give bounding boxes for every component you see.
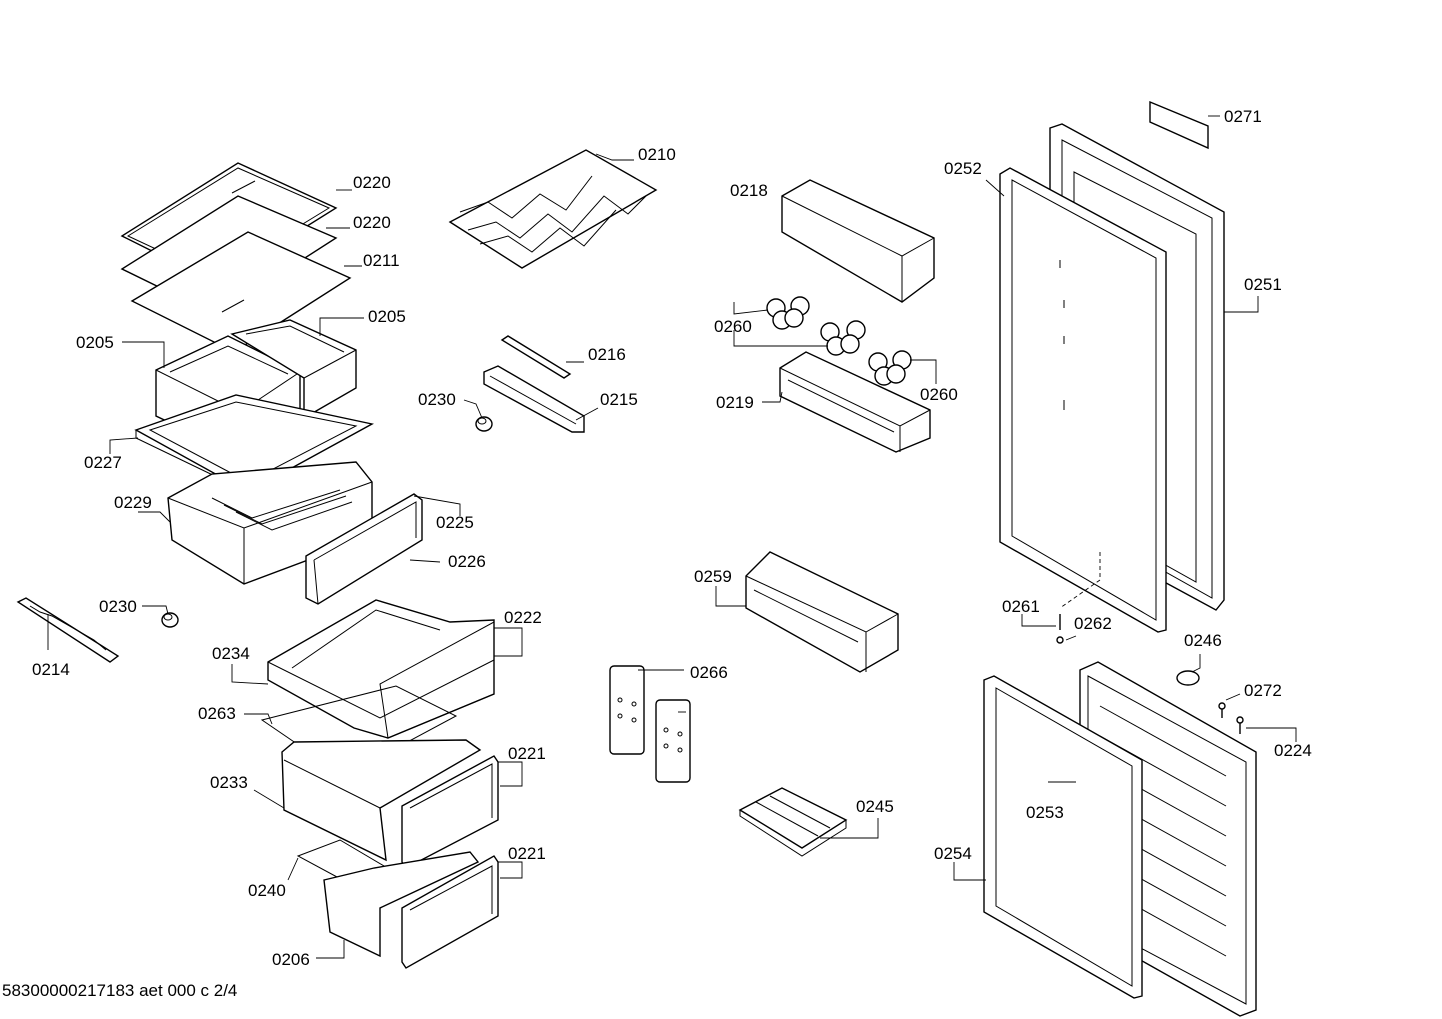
callout-0210: 0210	[638, 145, 676, 164]
callout-0261: 0261	[1002, 597, 1040, 616]
storage-bin-right	[230, 319, 357, 420]
small-stopper-middle	[475, 416, 493, 432]
callout-0214: 0214	[32, 660, 70, 679]
callout-0225: 0225	[436, 513, 474, 532]
callout-0252: 0252	[944, 159, 982, 178]
holder-strip	[500, 335, 572, 379]
callout-0234: 0234	[212, 644, 250, 663]
freezer-drawer-middle	[281, 739, 499, 869]
shelf-frame	[134, 394, 374, 493]
callout-0246: 0246	[1184, 631, 1222, 650]
callout-0211: 0211	[363, 251, 400, 270]
door-shelf-small	[781, 179, 935, 303]
callout-0206: 0206	[272, 950, 310, 969]
callout-0220-top: 0220	[353, 173, 391, 192]
callout-0205-right: 0205	[368, 307, 406, 326]
callout-0221-bottom: 0221	[508, 844, 546, 863]
door-shelf-large	[745, 551, 899, 673]
screw-small-a	[1218, 702, 1226, 718]
callout-0251: 0251	[1244, 275, 1282, 294]
callout-0230-middle: 0230	[418, 390, 456, 409]
fridge-door-gasket	[999, 167, 1167, 633]
callout-0259: 0259	[694, 567, 732, 586]
callout-0263: 0263	[198, 704, 236, 723]
egg-holder-c	[868, 350, 912, 386]
bottle-holder-bracket	[483, 365, 585, 433]
callout-0230-left: 0230	[99, 597, 137, 616]
hinge-cover	[1176, 670, 1200, 686]
drawer-front	[305, 493, 423, 605]
egg-holder-b	[820, 320, 866, 356]
door-screw	[1056, 614, 1064, 644]
callout-0253: 0253	[1026, 803, 1064, 822]
callout-0219: 0219	[716, 393, 754, 412]
callout-0218: 0218	[730, 181, 768, 200]
freezer-drawer-upper	[267, 599, 495, 739]
label-plate	[1149, 100, 1209, 150]
callout-0262: 0262	[1074, 614, 1112, 633]
callout-0260-left: 0260	[714, 317, 752, 336]
screw-small-b	[1236, 716, 1244, 734]
callout-0260-right: 0260	[920, 385, 958, 404]
callout-0224: 0224	[1274, 741, 1312, 760]
callout-0216: 0216	[588, 345, 626, 364]
glass-shelf-third	[130, 231, 352, 353]
callout-0254: 0254	[934, 844, 972, 863]
wine-rack	[448, 149, 658, 269]
callout-0227: 0227	[84, 453, 122, 472]
callout-0233: 0233	[210, 773, 248, 792]
document-id: 58300000217183 aet 000 c 2/4	[2, 981, 238, 1000]
cold-pack-b	[655, 699, 691, 783]
egg-holder-a	[766, 296, 810, 330]
side-rail	[16, 597, 120, 663]
small-stopper-left	[161, 612, 179, 628]
callout-0215: 0215	[600, 390, 638, 409]
callout-0271: 0271	[1224, 107, 1262, 126]
ice-cube-tray	[738, 787, 848, 857]
callout-0272: 0272	[1244, 681, 1282, 700]
cold-pack-a	[609, 665, 645, 755]
callout-labels: 0220 0220 0211 0205 0205 0227 0229 0225 …	[32, 107, 1312, 969]
callout-0226: 0226	[448, 552, 486, 571]
callout-0220-second: 0220	[353, 213, 391, 232]
callout-0229: 0229	[114, 493, 152, 512]
callout-0205-left: 0205	[76, 333, 114, 352]
callout-0266: 0266	[690, 663, 728, 682]
door-shelf-medium	[779, 351, 931, 453]
freezer-door-gasket	[983, 675, 1143, 999]
freezer-drawer-bottom	[323, 851, 499, 969]
callout-0222: 0222	[504, 608, 542, 627]
leader-lines	[47, 115, 1297, 959]
callout-0245: 0245	[856, 797, 894, 816]
callout-0240: 0240	[248, 881, 286, 900]
callout-0221-middle: 0221	[508, 744, 546, 763]
